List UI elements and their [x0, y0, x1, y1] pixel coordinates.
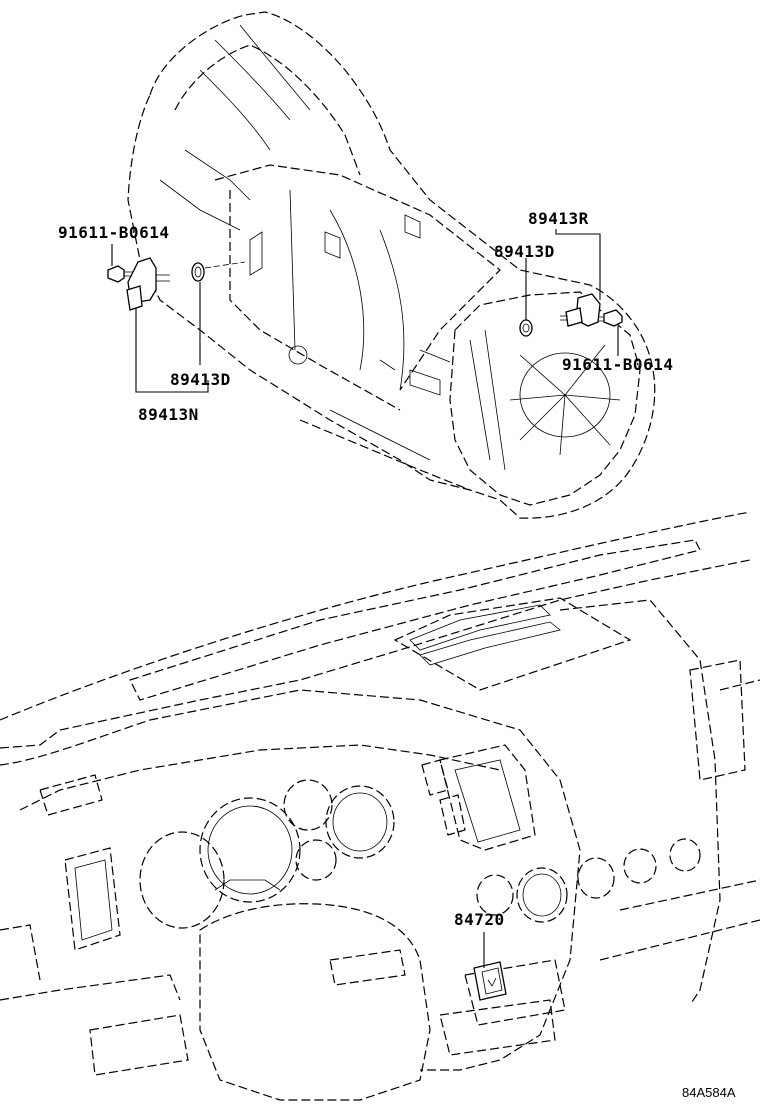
instrument-panel	[0, 511, 760, 1101]
pattern-switch[interactable]	[473, 961, 507, 1001]
transmission-assembly	[127, 11, 656, 519]
label-sensor-right: 89413R	[528, 209, 589, 228]
label-sensor-left: 89413N	[138, 405, 199, 424]
label-bolt-left: 91611-B0614	[58, 223, 169, 242]
diagram-code: 84A584A	[682, 1085, 736, 1100]
label-bolt-right: 91611-B0614	[562, 355, 673, 374]
label-oring-right: 89413D	[494, 242, 555, 261]
speed-sensor-right[interactable]	[519, 293, 623, 337]
label-switch: 84720	[454, 910, 505, 929]
speed-sensor-left[interactable]	[107, 257, 246, 311]
label-oring-left: 89413D	[170, 370, 231, 389]
